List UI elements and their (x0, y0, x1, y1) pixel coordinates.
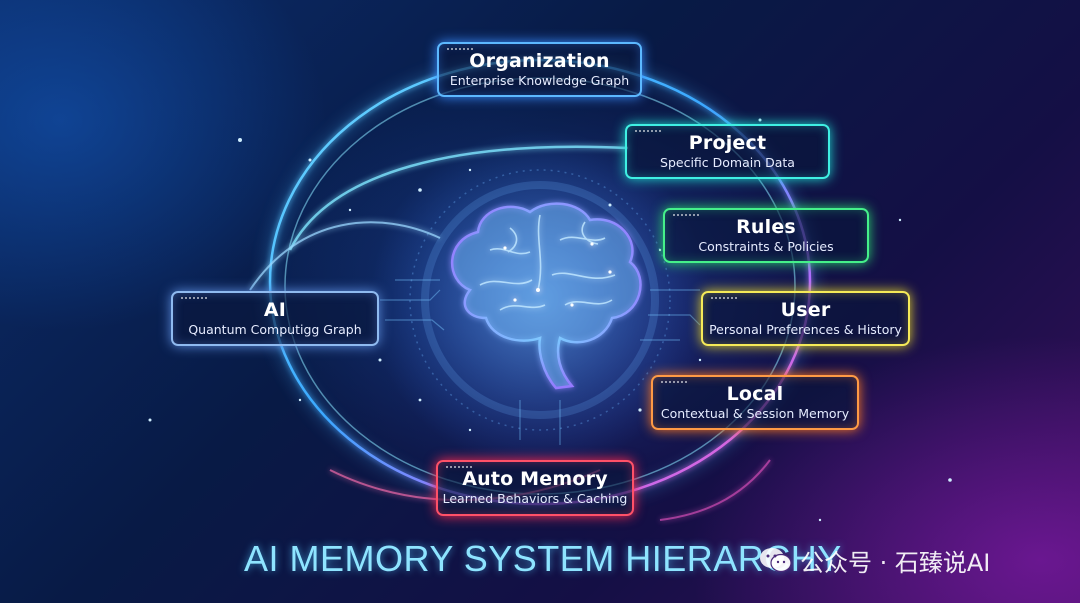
node-decoration (446, 466, 472, 471)
node-auto-memory: Auto Memory Learned Behaviors & Caching (436, 460, 634, 516)
node-subtitle: Enterprise Knowledge Graph (449, 73, 630, 88)
sweep-arc-1 (288, 145, 629, 251)
sweep-arc-2 (249, 221, 441, 291)
inner-ring-2 (421, 181, 659, 419)
node-user: User Personal Preferences & History (701, 291, 910, 346)
node-label: Project (688, 132, 767, 154)
node-label: User (780, 299, 831, 321)
node-rules: Rules Constraints & Policies (663, 208, 869, 263)
node-subtitle: Specific Domain Data (660, 155, 795, 170)
wechat-icon (760, 548, 792, 573)
node-label: Auto Memory (462, 468, 608, 490)
circuit-lines (380, 279, 701, 445)
inner-ring (409, 169, 671, 431)
node-local: Local Contextual & Session Memory (651, 375, 859, 430)
node-subtitle: Learned Behaviors & Caching (442, 491, 628, 506)
node-ai: AI Quantum Computigg Graph (171, 291, 379, 346)
diagram-title: AI MEMORY SYSTEM HIERARCHY (244, 538, 842, 579)
node-decoration (711, 297, 737, 302)
node-subtitle: Quantum Computigg Graph (188, 322, 362, 337)
node-label: Organization (469, 50, 610, 72)
brain-icon (450, 202, 642, 390)
watermark: 公众号 · 石臻说AI (758, 542, 990, 578)
node-decoration (181, 297, 207, 302)
node-decoration (673, 214, 699, 219)
node-subtitle: Contextual & Session Memory (660, 406, 850, 421)
node-subtitle: Constraints & Policies (698, 239, 834, 254)
node-decoration (447, 48, 473, 53)
sweep-arc-4 (659, 459, 771, 521)
node-decoration (635, 130, 661, 135)
node-label: Rules (736, 216, 796, 238)
node-label: AI (263, 299, 287, 321)
node-label: Local (726, 383, 784, 405)
node-decoration (661, 381, 687, 386)
particles (148, 118, 952, 522)
node-subtitle: Personal Preferences & History (709, 322, 902, 337)
watermark-text: 公众号 · 石臻说AI (800, 548, 991, 577)
node-organization: Organization Enterprise Knowledge Graph (437, 42, 642, 97)
node-project: Project Specific Domain Data (625, 124, 830, 179)
